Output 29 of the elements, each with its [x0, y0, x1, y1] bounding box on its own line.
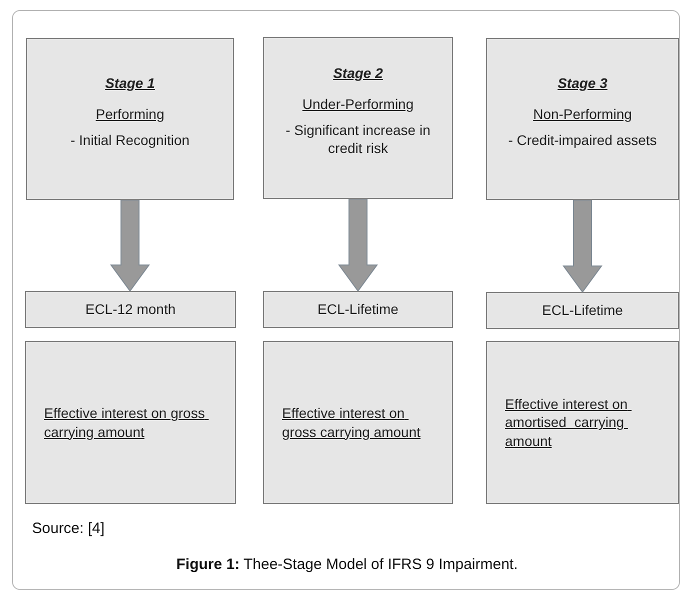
stage-heading: Stage 3 — [558, 74, 608, 91]
interest-box — [25, 341, 236, 504]
interest-text: Effective interest on amortised carrying amount — [505, 395, 629, 450]
ecl-label: ECL-Lifetime — [542, 301, 623, 320]
figure-caption: Figure 1: Thee-Stage Model of IFRS 9 Impairment. — [175, 556, 519, 573]
stage-heading: Stage 1 — [105, 74, 155, 91]
ecl-box — [25, 291, 236, 328]
stage-box — [486, 38, 679, 200]
stage-status: Performing — [96, 104, 164, 123]
block-arrow — [338, 198, 378, 292]
stage-description: - Initial Recognition — [70, 131, 190, 150]
interest-text: Effective interest on gross carrying amount — [44, 404, 206, 441]
block-arrow — [562, 200, 602, 293]
stage-heading: Stage 2 — [333, 64, 383, 81]
stage-box — [26, 38, 234, 200]
stage-status: Under-Performing — [302, 94, 414, 113]
stage-status: Non-Performing — [533, 104, 632, 123]
stage-box — [263, 37, 453, 199]
block-arrow — [110, 200, 150, 292]
interest-text: Effective interest on gross carrying amount — [282, 404, 422, 441]
interest-box — [263, 341, 453, 504]
ecl-box — [486, 292, 679, 329]
interest-box — [486, 341, 679, 504]
ecl-label: ECL-Lifetime — [318, 300, 398, 319]
source-note: Source: [4] — [32, 520, 105, 537]
ecl-box — [263, 291, 453, 328]
stage-description: - Credit-impaired assets — [508, 131, 657, 150]
ecl-label: ECL-12 month — [85, 300, 176, 319]
stage-description: - Significant increase in credit risk — [284, 120, 432, 158]
